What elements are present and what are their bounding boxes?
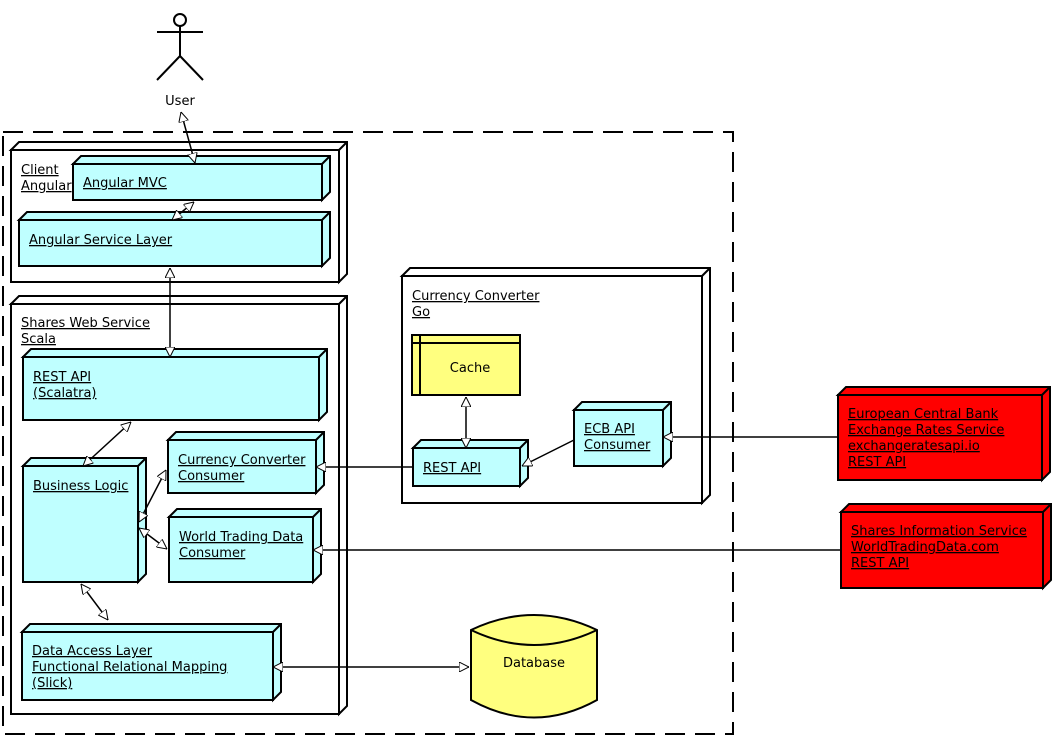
- client-tech-label: Angular: [21, 179, 72, 194]
- rest-api-scalatra-component: REST API (Scalatra): [20, 348, 328, 423]
- ecb-service-desc: Exchange Rates Service: [848, 423, 1004, 438]
- ecb-service-name: European Central Bank: [848, 407, 999, 422]
- dal-label: Data Access Layer: [32, 644, 153, 659]
- dal-tech-label: (Slick): [32, 676, 72, 691]
- ecb-external-service-node: European Central Bank Exchange Rates Ser…: [835, 386, 1051, 483]
- cc-consumer-label: Currency Converter: [178, 453, 306, 468]
- cache-label: Cache: [450, 361, 490, 376]
- database-component: Database: [470, 614, 598, 719]
- currency-converter-label: Currency Converter: [412, 289, 540, 304]
- connector-rest-api-business-logic: [83, 422, 131, 466]
- wtd-consumer-sub-label: Consumer: [179, 546, 246, 561]
- angular-service-layer-component: Angular Service Layer: [16, 211, 331, 269]
- cc-consumer-sub-label: Consumer: [178, 469, 245, 484]
- business-logic-component: Business Logic: [20, 457, 147, 585]
- ecb-consumer-label: ECB API: [584, 422, 635, 437]
- connector-business-logic-cc-consumer: [138, 470, 167, 522]
- shares-info-name: Shares Information Service: [851, 524, 1027, 539]
- user-actor-icon: [156, 13, 204, 81]
- ecb-service-type: REST API: [848, 455, 906, 470]
- connector-business-logic-wtd-consumer: [139, 528, 167, 549]
- ecb-consumer-sub-label: Consumer: [584, 438, 651, 453]
- data-access-layer-component: Data Access Layer Functional Relational …: [19, 623, 282, 703]
- angular-mvc-label: Angular MVC: [83, 176, 167, 191]
- dal-sub-label: Functional Relational Mapping: [32, 660, 227, 675]
- client-label: Client: [21, 163, 59, 178]
- shares-info-url: WorldTradingData.com: [851, 540, 999, 555]
- cc-rest-api-component: REST API: [410, 439, 529, 489]
- ecb-service-url: exchangeratesapi.io: [848, 439, 980, 454]
- connector-ecb-consumer-rest-api: [522, 439, 575, 467]
- connector-business-logic-dal: [81, 584, 108, 620]
- currency-converter-tech-label: Go: [412, 305, 430, 320]
- system-boundary: [2, 131, 734, 735]
- connector-user-angular-mvc: [181, 112, 195, 163]
- shares-info-type: REST API: [851, 556, 909, 571]
- angular-service-layer-label: Angular Service Layer: [29, 233, 173, 248]
- ecb-api-consumer-component: ECB API Consumer: [571, 401, 672, 469]
- shares-ws-label: Shares Web Service: [21, 316, 150, 331]
- shares-ws-tech-label: Scala: [21, 332, 56, 347]
- shares-info-external-service-node: Shares Information Service WorldTradingD…: [838, 503, 1052, 591]
- world-trading-data-consumer-component: World Trading Data Consumer: [166, 508, 322, 585]
- database-label: Database: [503, 656, 565, 671]
- currency-converter-consumer-component: Currency Converter Consumer: [165, 431, 325, 496]
- cache-component: Cache: [411, 334, 521, 396]
- connector-mvc-service-layer: [172, 202, 194, 220]
- wtd-consumer-label: World Trading Data: [179, 530, 303, 545]
- business-logic-label: Business Logic: [33, 479, 128, 494]
- angular-mvc-component: Angular MVC: [70, 155, 331, 203]
- user-label: User: [165, 94, 195, 109]
- rest-api-scalatra-label: REST API: [33, 370, 91, 385]
- rest-api-scalatra-sub-label: (Scalatra): [33, 386, 97, 401]
- cc-rest-api-label: REST API: [423, 461, 481, 476]
